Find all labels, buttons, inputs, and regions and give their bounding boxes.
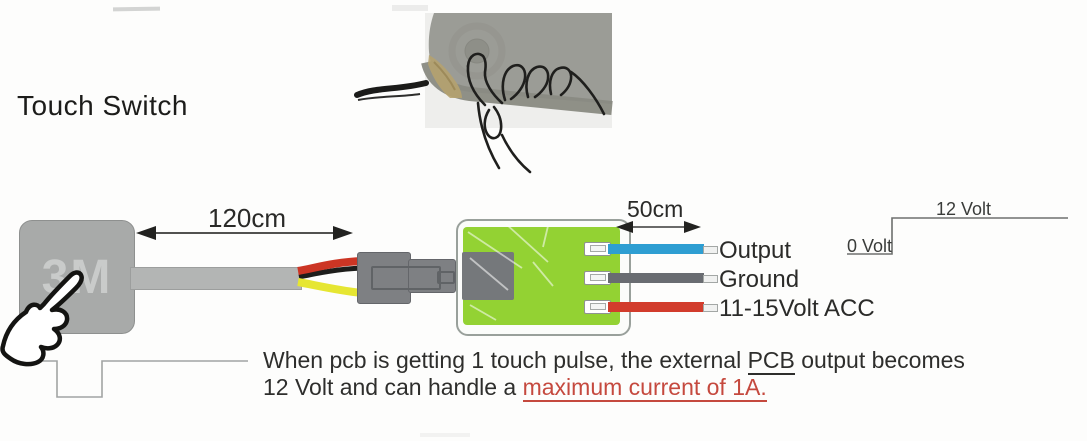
pcb-terminal-pin	[590, 274, 606, 281]
scan-artifact	[420, 433, 470, 437]
ground-wire	[608, 273, 704, 283]
low-voltage-label: 0 Volt	[847, 236, 893, 256]
wire-tip	[703, 304, 718, 312]
red-wire	[297, 257, 363, 275]
pcb-terminal-pin	[590, 245, 606, 252]
wire-tip	[703, 246, 718, 254]
sensor-tape-detail	[433, 61, 456, 91]
page-title: Touch Switch	[17, 90, 188, 121]
connector-notch	[437, 271, 455, 284]
note-line-2: 12 Volt and can handle a maximum current…	[263, 374, 767, 402]
connector-tongue	[408, 259, 456, 293]
wire-fan	[297, 257, 363, 297]
note-line-1: When pcb is getting 1 touch pulse, the e…	[263, 347, 965, 375]
wire-tip	[703, 275, 718, 283]
length-label-50cm: 50cm	[627, 196, 684, 222]
touch-pulse-line	[20, 360, 248, 398]
pad-cable	[130, 267, 302, 290]
pcb-scratches	[467, 223, 554, 321]
touch-hand-icon	[466, 52, 606, 174]
output-wire	[608, 244, 704, 254]
yellow-wire	[297, 278, 363, 297]
max-current-warning: maximum current of 1A.	[522, 374, 767, 402]
acc-wire	[608, 302, 704, 312]
wire-label-output: Output	[719, 237, 792, 264]
touch-photo	[354, 13, 613, 174]
note-text: When pcb is getting 1 touch pulse, the e…	[263, 347, 965, 402]
photo-cable	[354, 80, 429, 98]
scan-artifact	[112, 6, 161, 12]
voltage-step-waveform	[847, 217, 1068, 255]
black-wire	[298, 265, 363, 280]
photo-cable-strand	[357, 93, 421, 101]
pcb-terminal-pin	[590, 303, 606, 310]
wire-label-ground: Ground	[719, 266, 800, 293]
pcb-underlined: PCB	[747, 347, 795, 375]
touch-sensor-ring	[448, 22, 506, 80]
dimension-arrow-50cm	[616, 221, 701, 233]
scan-artifact	[392, 5, 428, 11]
pointing-hand-icon	[0, 270, 84, 367]
dimension-arrow-120cm	[136, 226, 353, 240]
device-body	[427, 13, 612, 104]
connector-seam	[371, 266, 441, 290]
high-voltage-label: 12 Volt	[936, 199, 992, 219]
length-label-120cm: 120cm	[208, 203, 287, 233]
connector-plug	[357, 252, 411, 304]
pcb-chip	[462, 252, 514, 300]
wire-label-acc: 11-15Volt ACC	[719, 295, 875, 322]
